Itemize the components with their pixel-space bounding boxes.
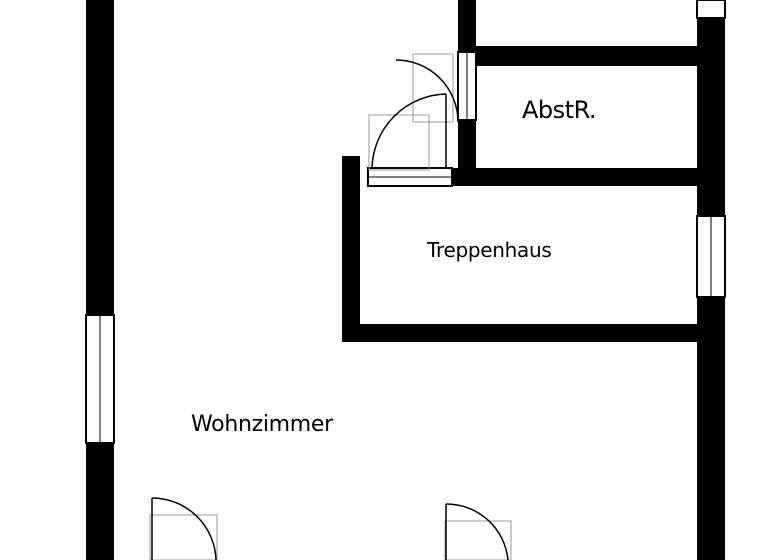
wall-left-upper: [86, 0, 114, 315]
door-leaf-frame-4: [444, 520, 512, 560]
room-label-abstellraum: AbstR.: [522, 96, 597, 124]
door-leaf-frame-2: [368, 114, 430, 171]
wall-stair-bottom: [342, 324, 698, 342]
door-leaf-frame-1: [412, 53, 454, 123]
door-swing-1: [395, 59, 459, 123]
wall-left-lower: [86, 443, 114, 560]
wall-right-lower: [697, 297, 725, 560]
wall-storage-bottom: [452, 168, 698, 186]
door-swing-4: [445, 503, 509, 560]
wall-storage-divider: [458, 46, 698, 66]
door-swing-3: [151, 497, 217, 560]
wall-storage-vertical: [458, 0, 476, 52]
room-label-treppenhaus: Treppenhaus: [427, 238, 552, 262]
door-leaf-frame-3: [149, 514, 218, 560]
wall-right-upper: [697, 0, 725, 216]
window-right-top: [696, 0, 726, 19]
wall-stair-left: [342, 186, 360, 342]
wall-stair-left-top: [342, 156, 360, 186]
door-swing-2: [371, 93, 447, 169]
room-label-wohnzimmer: Wohnzimmer: [191, 412, 333, 437]
